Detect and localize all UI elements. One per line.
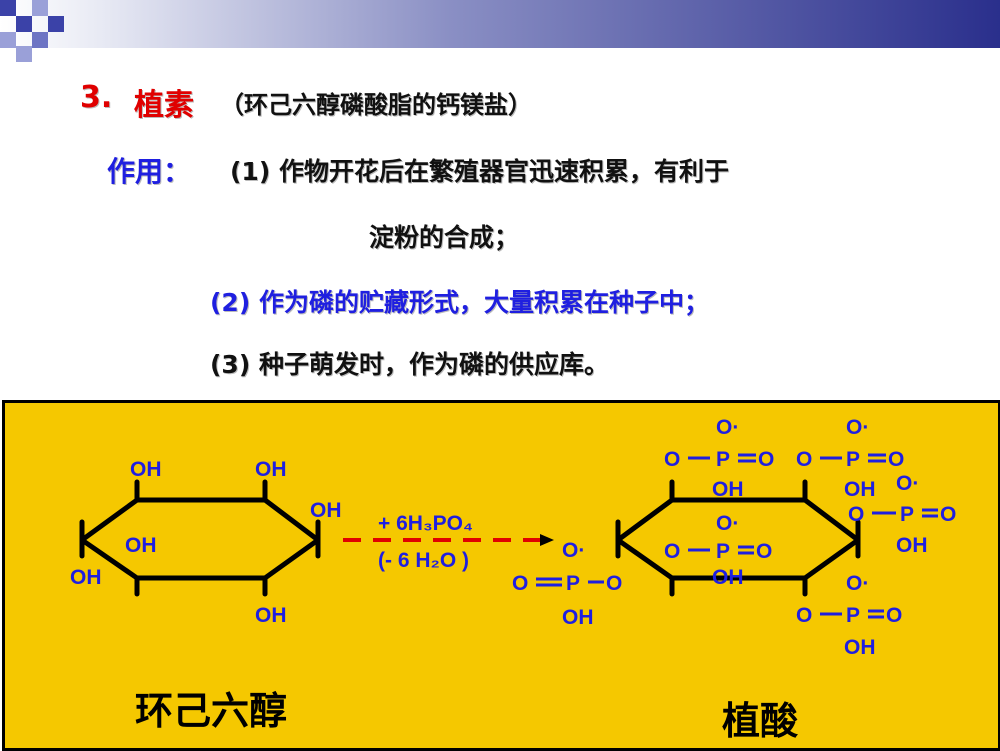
use-item-1-continued: 淀粉的合成；	[369, 223, 520, 252]
oxygen: O	[888, 448, 904, 471]
phytic-ring	[615, 479, 861, 597]
phosphorus: P	[846, 604, 860, 627]
oh-label: OH	[130, 458, 162, 481]
section-subtitle: （环己六醇磷酸脂的钙镁盐）	[220, 91, 532, 119]
oxygen: O	[512, 572, 528, 595]
oxygen-minus: O·	[562, 539, 585, 562]
use-item-2: (2) 作为磷的贮藏形式，大量积累在种子中；	[210, 288, 709, 317]
header-gradient-bar	[0, 0, 1000, 48]
oxygen: O	[796, 604, 812, 627]
decorative-checker	[0, 0, 80, 62]
section-number: 3.	[80, 80, 113, 115]
hydroxyl: OH	[844, 478, 876, 501]
phosphorus: P	[716, 540, 730, 563]
oxygen: O	[756, 540, 772, 563]
oxygen-minus: O·	[716, 416, 739, 439]
phosphorus: P	[846, 448, 860, 471]
oxygen: O	[848, 503, 864, 526]
oxygen-minus: O·	[846, 572, 869, 595]
use-item-1: (1) 作物开花后在繁殖器官迅速积累，有利于	[230, 157, 729, 186]
phosphate-bonds	[536, 453, 938, 619]
oxygen: O	[796, 448, 812, 471]
oxygen-minus: O·	[716, 512, 739, 535]
oh-label: OH	[255, 458, 287, 481]
arrow-head-icon	[540, 534, 554, 546]
hydroxyl: OH	[712, 478, 744, 501]
oxygen: O	[940, 503, 956, 526]
hydroxyl: OH	[712, 566, 744, 589]
use-item-3: (3) 种子萌发时，作为磷的供应库。	[210, 350, 609, 379]
phosphorus: P	[566, 572, 580, 595]
oxygen: O	[664, 540, 680, 563]
reagent-label: + 6H₃PO₄	[378, 512, 473, 535]
uses-label: 作用：	[107, 155, 192, 188]
oxygen: O	[664, 448, 680, 471]
inositol-ring	[79, 479, 321, 597]
oxygen: O	[606, 572, 622, 595]
phosphate-groups: O· O P O OH O· O P O OH O· O P O OH O· O…	[512, 416, 956, 659]
inositol-name: 环己六醇	[135, 691, 287, 733]
oxygen: O	[886, 604, 902, 627]
phosphorus: P	[900, 503, 914, 526]
oxygen: O	[758, 448, 774, 471]
hydroxyl: OH	[844, 636, 876, 659]
oxygen-minus: O·	[896, 472, 919, 495]
hydroxyl: OH	[562, 606, 594, 629]
oxygen-minus: O·	[846, 416, 869, 439]
phytic-acid-name: 植酸	[722, 701, 799, 743]
oh-label: OH	[70, 566, 102, 589]
oh-label: OH	[255, 604, 287, 627]
water-label: (- 6 H₂O )	[378, 549, 469, 572]
section-title: 植素	[134, 88, 194, 123]
hydroxyl: OH	[896, 534, 928, 557]
oh-label: OH	[125, 534, 157, 557]
phosphorus: P	[716, 448, 730, 471]
oh-label: OH	[310, 499, 342, 522]
